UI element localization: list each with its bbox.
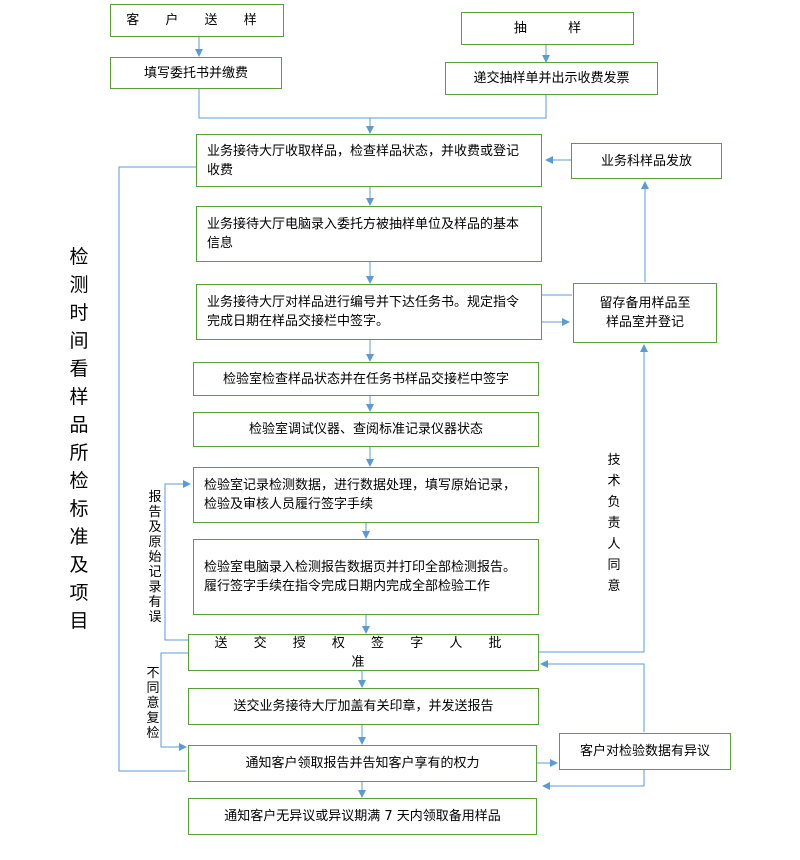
submit-sampling-sheet-box: 递交抽样单并出示收费发票 — [445, 62, 658, 95]
notify-rights-box: 通知客户领取报告并告知客户享有的权力 — [188, 745, 537, 782]
approve-box: 送 交 授 权 签 字 人 批 准 — [188, 634, 539, 671]
fill-entrust-box: 填写委托书并缴费 — [110, 57, 282, 89]
send-stamp-box: 送交业务接待大厅加盖有关印章，并发送报告 — [188, 688, 539, 725]
lab-debug-box: 检验室调试仪器、查阅标准记录仪器状态 — [193, 412, 539, 447]
report-error-label: 报告及原始记录有误 — [148, 490, 162, 625]
lab-report-box: 检验室电脑录入检测报告数据页并打印全部检测报告。履行签字手续在指令完成日期内完成… — [193, 539, 539, 615]
disagree-recheck-label: 不同意复检 — [146, 666, 160, 741]
customer-objection-box: 客户对检验数据有异议 — [559, 733, 731, 770]
side-title: 检测时间看样品所检标准及项目 — [69, 246, 89, 632]
tech-agree-label: 技术负责人同意 — [607, 453, 621, 594]
retain-sample-box: 留存备用样品至样品室并登记 — [573, 283, 717, 343]
reception-input-box: 业务接待大厅电脑录入委托方被抽样单位及样品的基本信息 — [196, 206, 542, 262]
lab-record-box: 检验室记录检测数据，进行数据处理，填写原始记录，检验及审核人员履行签字手续 — [193, 467, 539, 523]
dept-release-box: 业务科样品发放 — [571, 143, 722, 179]
notify-pickup-box: 通知客户无异议或异议期满 7 天内领取备用样品 — [188, 798, 537, 835]
sampling-box: 抽 样 — [461, 12, 634, 45]
reception-receive-box: 业务接待大厅收取样品，检查样品状态，并收费或登记收费 — [196, 134, 542, 187]
customer-delivery-box: 客 户 送 样 — [110, 4, 284, 37]
lab-check-box: 检验室检查样品状态并在任务书样品交接栏中签字 — [193, 362, 539, 396]
reception-task-box: 业务接待大厅对样品进行编号并下达任务书。规定指令完成日期在样品交接栏中签字。 — [196, 284, 542, 340]
